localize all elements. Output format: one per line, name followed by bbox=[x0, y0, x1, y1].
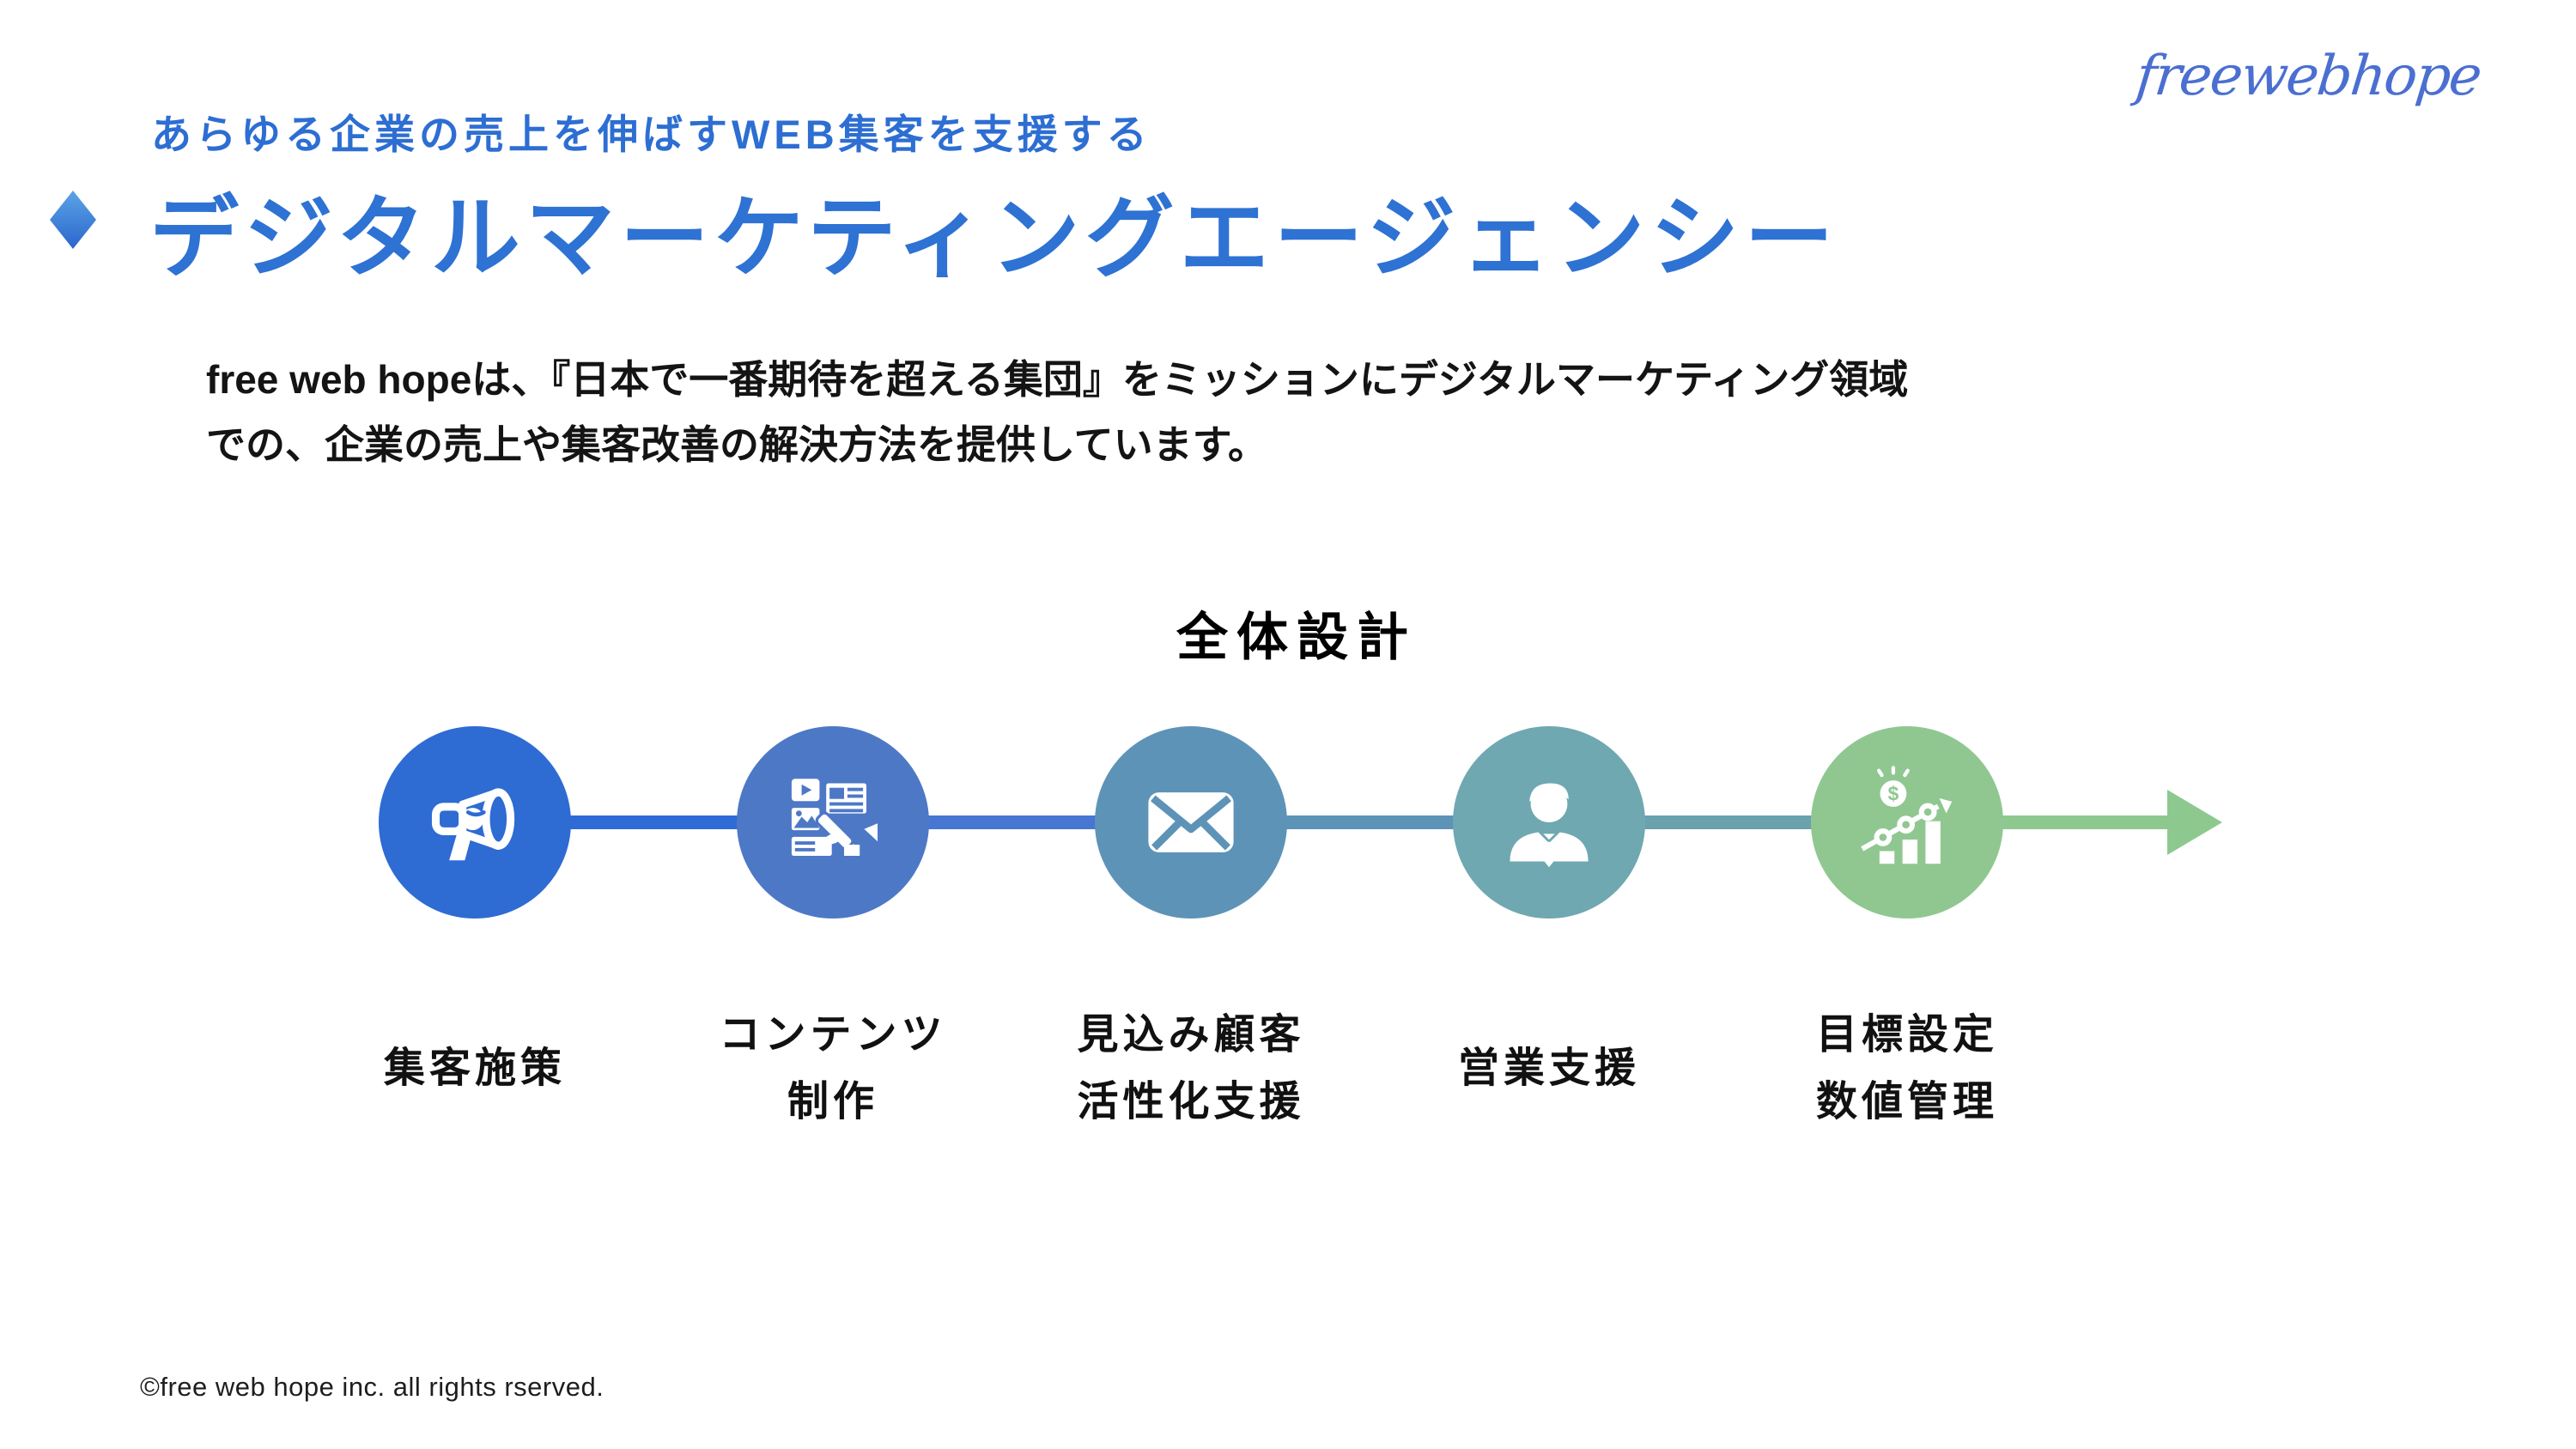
diagram-heading: 全体設計 bbox=[1176, 609, 1417, 666]
step-label-line: 目標設定 bbox=[1815, 1012, 1998, 1058]
step-circle-2 bbox=[737, 726, 929, 919]
step-label-5: 目標設定 数値管理 bbox=[1718, 992, 2096, 1145]
envelope-icon bbox=[1148, 792, 1234, 852]
step-label-line: 見込み顧客 bbox=[1077, 1012, 1305, 1058]
diamond-bullet-icon bbox=[50, 191, 96, 249]
content-creation-icon bbox=[791, 779, 878, 857]
step-circle-1 bbox=[379, 726, 571, 919]
step-label-line: 集客施策 bbox=[383, 1046, 566, 1091]
step-label-line: 制作 bbox=[787, 1079, 878, 1125]
intro-line-1: free web hopeは、『日本で一番期待を超える集団』をミッションにデジタ… bbox=[206, 357, 1909, 402]
step-label-line: 活性化支援 bbox=[1077, 1079, 1305, 1125]
step-circle-3 bbox=[1095, 726, 1287, 919]
step-label-4: 営業支援 bbox=[1360, 992, 1738, 1145]
freewebhope-logo: freewebhope bbox=[2132, 45, 2483, 108]
intro-line-2: での、企業の売上や集客改善の解決方法を提供しています。 bbox=[206, 422, 1268, 467]
step-label-2: コンテンツ 制作 bbox=[644, 992, 1022, 1145]
copyright-text: ©free web hope inc. all rights rserved. bbox=[140, 1372, 605, 1402]
megaphone-icon bbox=[431, 788, 515, 861]
step-label-1: 集客施策 bbox=[286, 992, 664, 1145]
growth-chart-icon: $ bbox=[1861, 766, 1953, 864]
svg-text:$: $ bbox=[1888, 783, 1899, 805]
step-circle-5: $ bbox=[1811, 726, 2003, 919]
step-label-3: 見込み顧客 活性化支援 bbox=[1002, 992, 1380, 1145]
flow-arrow-icon bbox=[2167, 790, 2222, 855]
step-circle-4 bbox=[1453, 726, 1645, 919]
step-label-line: 営業支援 bbox=[1457, 1046, 1640, 1091]
slide-subtitle: あらゆる企業の売上を伸ばすWEB集客を支援する bbox=[151, 112, 1151, 157]
intro-paragraph: free web hopeは、『日本で一番期待を超える集団』をミッションにデジタ… bbox=[206, 347, 2456, 477]
step-label-line: コンテンツ bbox=[719, 1012, 947, 1058]
businessman-icon bbox=[1510, 783, 1589, 868]
slide-title: デジタルマーケティングエージェンシー bbox=[149, 189, 1839, 288]
step-label-line: 数値管理 bbox=[1815, 1079, 1998, 1125]
